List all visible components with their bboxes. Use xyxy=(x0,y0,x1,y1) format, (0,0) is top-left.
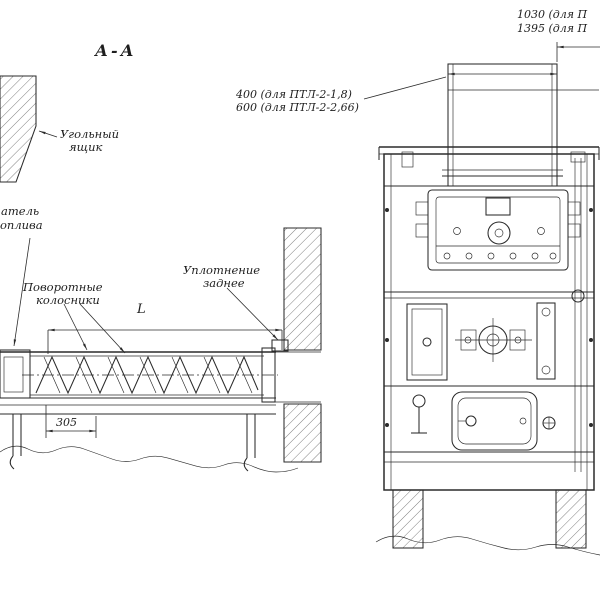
label-rear-seal-line2: заднее xyxy=(203,276,245,290)
dimension-305 xyxy=(45,405,97,438)
label-rotary-grates-line1: Поворотные xyxy=(23,280,103,294)
leader-fuel-feeder xyxy=(13,237,31,347)
label-coal-box-line1: Угольный xyxy=(60,127,119,141)
middle-panels xyxy=(406,302,556,381)
boiler-frame xyxy=(378,146,600,491)
coal-box-section xyxy=(0,75,37,183)
dimension-length-text: L xyxy=(137,302,146,317)
dimension-305-text: 305 xyxy=(56,416,77,429)
break-line-ground-left xyxy=(0,445,299,473)
label-fuel-feeder-line1: атель xyxy=(1,204,40,218)
label-coal-box-line2: ящик xyxy=(69,140,103,154)
section-title: А-А xyxy=(95,41,137,60)
label-rear-seal-line1: Уплотнение xyxy=(183,263,261,277)
furnace-wall-section xyxy=(271,227,322,463)
leader-rear-seal xyxy=(226,287,279,341)
damper-handle xyxy=(411,394,427,434)
break-line-ground-right xyxy=(375,535,600,556)
burner-assembly xyxy=(415,189,581,271)
screw-conveyor xyxy=(0,347,278,472)
leader-coal-box xyxy=(38,130,58,138)
dimension-overall-width-line1: 1030 (для П xyxy=(517,8,588,21)
dimension-duct-width-line1: 400 (для ПТЛ-2-1,8) xyxy=(236,88,352,101)
dimension-duct-width-line2: 600 (для ПТЛ-2-2,66) xyxy=(236,101,359,114)
label-fuel-feeder-line2: оплива xyxy=(0,218,43,232)
dimension-length xyxy=(47,328,283,354)
leader-rotary-grates xyxy=(63,303,126,354)
right-valve xyxy=(542,416,556,430)
ash-door xyxy=(451,391,538,451)
dimension-overall-width-line2: 1395 (для П xyxy=(517,22,588,35)
foundation xyxy=(375,489,600,556)
flue-duct xyxy=(442,63,599,187)
label-rotary-grates-line2: колосники xyxy=(36,293,100,307)
side-pipe xyxy=(570,151,586,472)
dimension-overall-width xyxy=(556,42,600,62)
boiler-front-view xyxy=(363,42,600,556)
dimension-duct-width xyxy=(363,72,557,100)
